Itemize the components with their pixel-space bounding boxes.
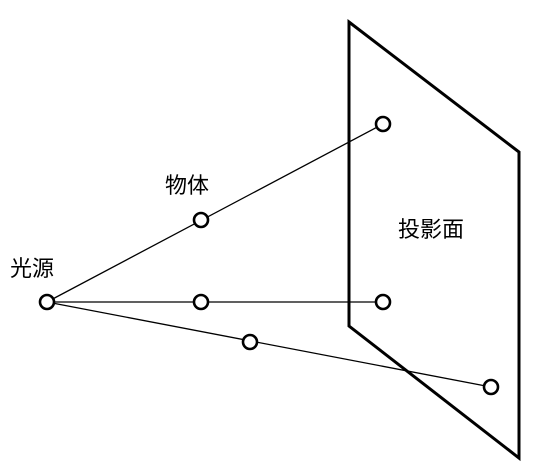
projection-plane-label: 投影面 xyxy=(398,218,464,243)
object-point-upper xyxy=(192,211,210,229)
light-source-label: 光源 xyxy=(10,257,54,282)
ray-lower xyxy=(46,301,492,388)
light-source-point xyxy=(38,293,56,311)
projection-point-lower xyxy=(482,378,500,396)
object-point-middle xyxy=(192,293,210,311)
object-point-lower xyxy=(241,333,259,351)
projection-plane xyxy=(347,18,521,462)
ray-upper xyxy=(46,123,384,303)
projection-point-upper xyxy=(374,115,392,133)
object-label: 物体 xyxy=(165,174,209,199)
projection-point-middle xyxy=(374,293,392,311)
